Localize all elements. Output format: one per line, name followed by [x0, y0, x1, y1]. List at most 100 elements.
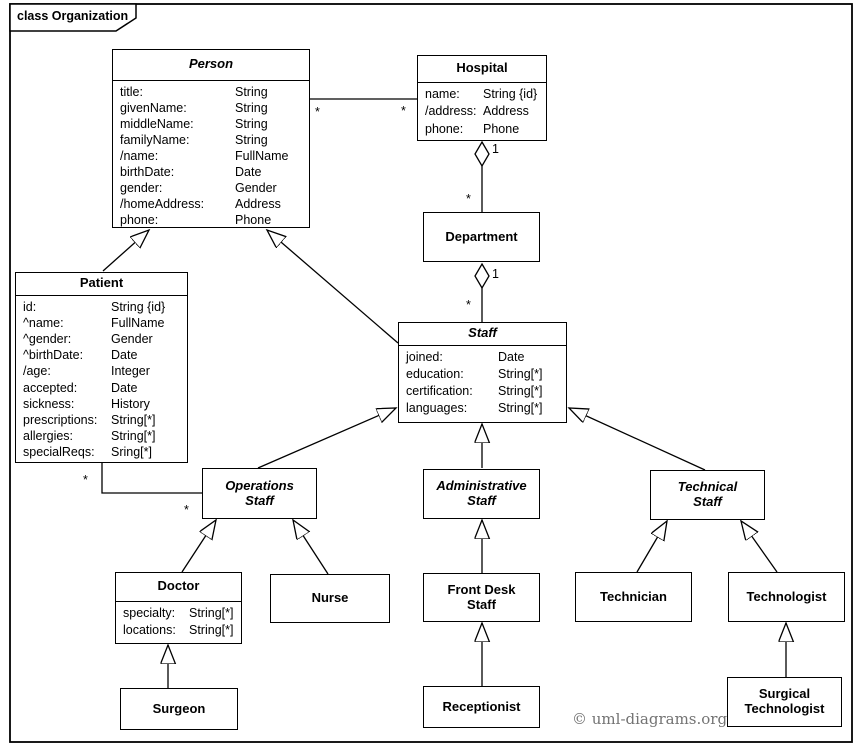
generalization-staff-person [267, 230, 399, 344]
attr-name: locations: [123, 622, 176, 637]
attr-name: /name: [120, 148, 159, 163]
class-patient[interactable]: Patient id:String {id} ^name:FullName ^g… [15, 272, 188, 463]
frame-name-tab [9, 3, 137, 32]
multiplicity-label: * [184, 503, 189, 517]
class-staff-name: Staff [468, 325, 497, 341]
attr-name: accepted: [23, 380, 78, 395]
attr-name: givenName: [120, 100, 187, 115]
class-hospital-name: Hospital [456, 60, 508, 76]
attr-type: Phone [235, 212, 272, 227]
attr-type: Address [235, 196, 281, 211]
attr-name: phone: [425, 121, 464, 136]
attr-type: String [235, 84, 268, 99]
attr-name: id: [23, 299, 37, 314]
aggregation-diamond-hospital [474, 140, 490, 168]
class-surgical-technologist-name: Surgical Technologist [744, 686, 825, 716]
attr-type: String [235, 116, 268, 131]
attr-type: String {id} [483, 86, 538, 101]
attr-type: String[*] [111, 412, 156, 427]
attr-name: specialReqs: [23, 445, 95, 460]
class-operations-staff-name: Operations Staff [225, 477, 294, 508]
attr-name: education: [406, 366, 464, 381]
attr-name: joined: [406, 349, 443, 364]
attr-name: title: [120, 84, 143, 99]
attr-name: ^name: [23, 315, 64, 330]
attr-type: String[*] [498, 400, 543, 415]
attr-type: String [235, 132, 268, 147]
multiplicity-label: 1 [492, 267, 499, 281]
class-front-desk-staff-name: Front Desk Staff [447, 581, 516, 612]
attr-type: String {id} [111, 299, 166, 314]
generalization-technician-technical [636, 521, 667, 573]
diagram-frame [9, 3, 853, 743]
multiplicity-label: * [315, 105, 320, 119]
attr-type: Address [483, 104, 529, 118]
generalization-technologist-technical [741, 521, 778, 573]
attr-type: String[*] [111, 429, 156, 444]
class-administrative-staff[interactable]: Administrative Staff [423, 469, 540, 519]
class-person-name: Person [188, 56, 234, 72]
attr-type: Date [235, 164, 262, 179]
multiplicity-label: 1 [492, 142, 499, 156]
class-doctor-name: Doctor [157, 578, 200, 594]
attr-type: History [111, 396, 150, 411]
attr-name: birthDate: [120, 164, 175, 179]
class-person[interactable]: Person title: String givenName: String mid… [112, 49, 310, 228]
class-receptionist[interactable]: Receptionist [423, 686, 540, 728]
attr-name: ^birthDate: [23, 348, 84, 363]
attr-name: /address: [425, 104, 477, 118]
class-front-desk-staff[interactable]: Front Desk Staff [423, 573, 540, 622]
class-technologist[interactable]: Technologist [728, 572, 845, 622]
generalization-doctor-operations [181, 520, 216, 573]
class-surgeon[interactable]: Surgeon [120, 688, 238, 730]
frame-label: class Organization [17, 9, 129, 23]
class-receptionist-name: Receptionist [442, 698, 521, 714]
class-department-name: Department [445, 228, 518, 244]
class-patient-name: Patient [79, 275, 124, 291]
attr-name: phone: [120, 212, 159, 227]
attr-type: String[*] [498, 383, 543, 398]
multiplicity-label: * [401, 104, 406, 118]
aggregation-diamond-department [474, 262, 490, 290]
class-doctor[interactable]: Doctor specialty:String[*] locations:Str… [115, 572, 242, 644]
class-department[interactable]: Department [423, 212, 540, 262]
attr-type: Date [111, 348, 138, 363]
attr-name: gender: [120, 180, 163, 195]
class-administrative-staff-name: Administrative Staff [436, 478, 527, 508]
attr-type: String [235, 100, 268, 115]
attr-type: Date [111, 380, 138, 395]
class-technical-staff[interactable]: Technical Staff [650, 470, 765, 520]
attr-type: String[*] [498, 366, 543, 381]
attr-name: prescriptions: [23, 412, 98, 427]
attr-type: Phone [483, 121, 520, 136]
class-technologist-name: Technologist [746, 588, 827, 604]
multiplicity-label: * [83, 473, 88, 487]
attr-type: Integer [111, 364, 150, 379]
attr-name: certification: [406, 383, 473, 398]
attr-type: String[*] [189, 605, 234, 620]
multiplicity-label: * [466, 298, 471, 312]
attr-name: familyName: [120, 132, 190, 147]
class-nurse[interactable]: Nurse [270, 574, 390, 623]
attr-name: sickness: [23, 396, 75, 411]
attr-name: ^gender: [23, 331, 72, 346]
attr-name: /age: [23, 364, 51, 379]
attr-name: middleName: [120, 116, 194, 131]
class-technician[interactable]: Technician [575, 572, 692, 622]
class-surgical-technologist[interactable]: Surgical Technologist [727, 677, 842, 727]
class-technician-name: Technician [600, 588, 667, 604]
class-technical-staff-name: Technical Staff [677, 479, 738, 509]
attr-type: Gender [235, 180, 277, 195]
generalization-nurse-operations [293, 520, 329, 575]
generalization-patient-person [102, 230, 149, 272]
attr-type: Sring[*] [111, 445, 152, 460]
class-operations-staff[interactable]: Operations Staff [202, 468, 317, 519]
generalization-technical-staff [569, 408, 706, 471]
class-hospital[interactable]: Hospital name:String {id} /address:Addre… [417, 55, 547, 141]
class-nurse-name: Nurse [311, 590, 349, 606]
attr-name: /homeAddress: [120, 196, 205, 211]
class-staff[interactable]: Staff joined:Date education:String[*] ce… [398, 322, 567, 423]
attr-type: Gender [111, 331, 153, 346]
